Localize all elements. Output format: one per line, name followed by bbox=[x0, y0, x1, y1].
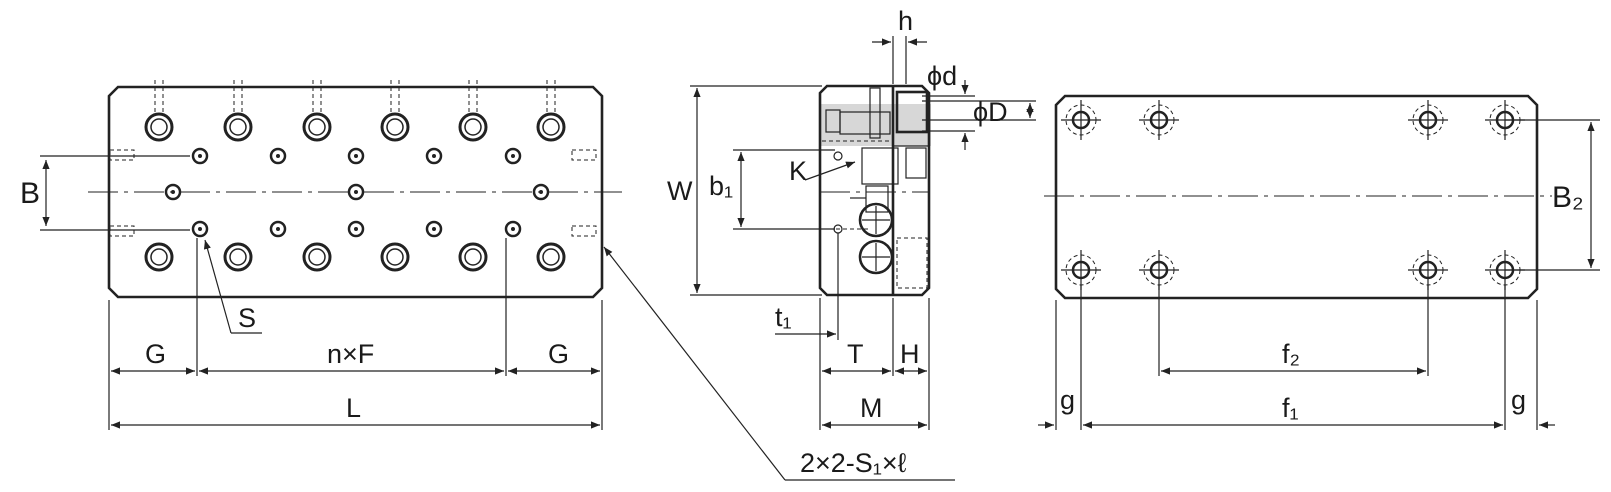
label-f1: f₁ bbox=[1282, 393, 1299, 423]
side-tap-hidden bbox=[571, 149, 597, 161]
small-hole bbox=[164, 183, 182, 201]
counterbore-hole bbox=[536, 242, 566, 272]
small-hole bbox=[504, 147, 522, 165]
mounting-hole bbox=[1139, 250, 1179, 290]
label-tap: 2×2-S₁×ℓ bbox=[800, 448, 907, 478]
counterbore-hole bbox=[223, 80, 253, 142]
label-K: K bbox=[789, 156, 807, 186]
counterbore-hole bbox=[458, 80, 488, 142]
counterbore-hole bbox=[223, 242, 253, 272]
side-view-outline bbox=[818, 84, 931, 297]
label-M: M bbox=[860, 393, 883, 423]
dim-G-nF-L: G n×F G L bbox=[108, 238, 603, 430]
small-hole bbox=[191, 147, 209, 165]
small-hole bbox=[347, 220, 365, 238]
label-phi-d: ϕd bbox=[927, 61, 957, 91]
label-g-left: g bbox=[1060, 385, 1075, 415]
small-hole bbox=[504, 220, 522, 238]
dim-b1: b₁ bbox=[709, 149, 835, 230]
small-hole bbox=[269, 147, 287, 165]
label-h: h bbox=[898, 6, 913, 36]
bottom-view: B₂ f₂ f₁ g g bbox=[1038, 94, 1600, 430]
label-L: L bbox=[346, 393, 361, 423]
counterbore-hole bbox=[144, 242, 174, 272]
label-G-right: G bbox=[548, 339, 569, 369]
label-W: W bbox=[667, 176, 693, 206]
side-tap-hidden bbox=[571, 225, 597, 237]
side-top-shade bbox=[821, 104, 931, 146]
label-G-left: G bbox=[145, 339, 166, 369]
dim-S: S bbox=[203, 239, 262, 334]
mounting-hole bbox=[1408, 250, 1448, 290]
label-T: T bbox=[847, 339, 864, 369]
side-tapped-holes bbox=[109, 149, 597, 237]
counterbore-hole bbox=[536, 80, 566, 142]
small-hole bbox=[425, 147, 443, 165]
small-hole bbox=[269, 220, 287, 238]
dim-f1-f2-g: f₂ f₁ g g bbox=[1038, 285, 1555, 430]
dim-T-H-M: T H M bbox=[819, 298, 930, 430]
small-hole bbox=[191, 220, 209, 238]
label-phi-D: ϕD bbox=[973, 97, 1008, 127]
dim-tap: 2×2-S₁×ℓ bbox=[603, 246, 955, 481]
bottom-view-outline bbox=[1054, 94, 1539, 300]
label-S: S bbox=[238, 303, 256, 333]
front-view: B S G n×F G L 2×2-S₁×ℓ bbox=[20, 80, 955, 481]
counterbore-hole bbox=[302, 80, 332, 142]
counterbore-holes bbox=[144, 80, 566, 272]
counterbore-hole bbox=[144, 80, 174, 142]
label-t1: t₁ bbox=[775, 302, 792, 332]
label-B2: B₂ bbox=[1552, 181, 1584, 214]
dim-h: h bbox=[872, 6, 927, 84]
label-f2: f₂ bbox=[1282, 339, 1300, 369]
label-H: H bbox=[900, 339, 920, 369]
small-hole bbox=[347, 147, 365, 165]
dim-K: K bbox=[789, 156, 856, 186]
dim-W: W bbox=[667, 85, 822, 296]
counterbore-hole bbox=[458, 242, 488, 272]
small-hole bbox=[532, 183, 550, 201]
label-nF: n×F bbox=[327, 339, 374, 369]
mounting-hole bbox=[1061, 250, 1101, 290]
counterbore-hole bbox=[380, 242, 410, 272]
counterbore-hole bbox=[302, 242, 332, 272]
dim-phi-d-D: ϕd ϕD bbox=[922, 61, 1036, 150]
mounting-hole bbox=[1408, 100, 1448, 140]
small-hole bbox=[347, 183, 365, 201]
dim-B2: B₂ bbox=[1505, 119, 1600, 271]
mounting-hole bbox=[1139, 100, 1179, 140]
label-b1: b₁ bbox=[709, 171, 733, 201]
small-hole bbox=[425, 220, 443, 238]
small-holes bbox=[164, 147, 550, 238]
counterbore-hole bbox=[380, 80, 410, 142]
side-tap-hidden bbox=[109, 149, 135, 161]
mounting-holes bbox=[1061, 100, 1525, 290]
side-tap-hidden bbox=[109, 225, 135, 237]
dim-B: B bbox=[20, 155, 190, 231]
mounting-hole bbox=[1061, 100, 1101, 140]
dim-t1: t₁ bbox=[775, 233, 839, 340]
label-B: B bbox=[20, 177, 40, 210]
label-g-right: g bbox=[1511, 385, 1526, 415]
side-view: h ϕd ϕD W b₁ bbox=[667, 6, 1036, 430]
front-view-outline bbox=[107, 85, 604, 299]
